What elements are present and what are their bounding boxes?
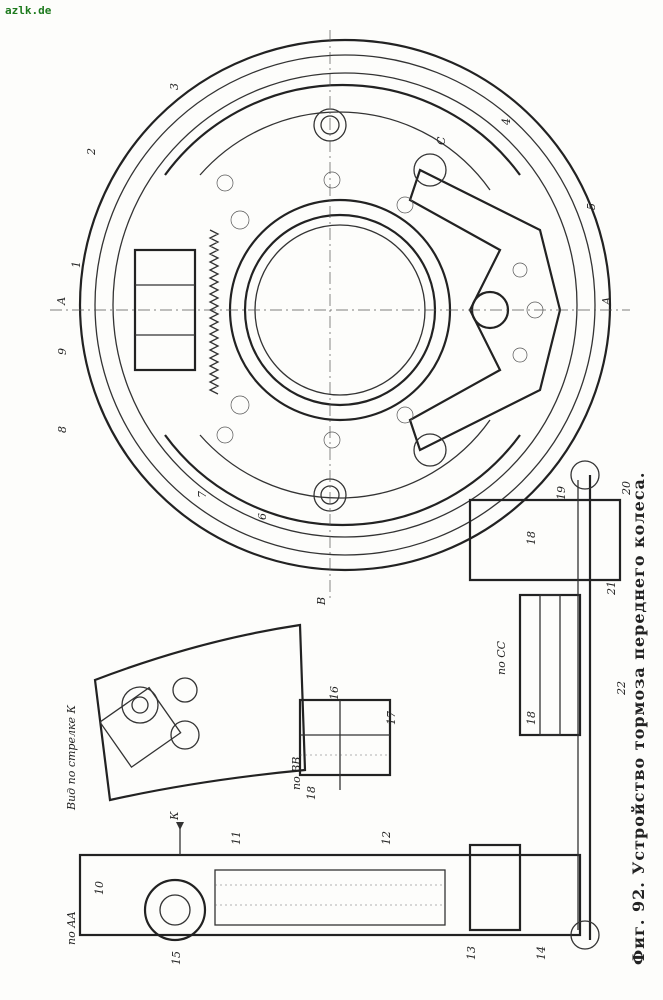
view-k-title: Вид по стрелке К <box>65 704 78 811</box>
brake-shoe-upper <box>164 83 521 176</box>
section-bb-title: по ВВ <box>290 757 303 790</box>
return-spring <box>208 229 220 395</box>
part-6: 6 <box>256 513 269 520</box>
part-15: 15 <box>170 951 183 965</box>
letter-c: С <box>435 136 448 145</box>
wheel-cylinder <box>133 248 197 372</box>
part-7: 7 <box>196 491 209 498</box>
part-4: 4 <box>500 118 513 126</box>
letter-b: В <box>315 597 328 606</box>
watermark: azlk.de <box>5 4 52 17</box>
part-8: 8 <box>56 426 69 433</box>
view-k-outline <box>93 623 307 802</box>
adjuster-upper <box>413 153 447 187</box>
outer-drum <box>78 38 612 572</box>
part-9: 9 <box>56 348 69 355</box>
section-cc <box>468 460 622 950</box>
main-view <box>50 30 630 600</box>
part-10: 10 <box>93 881 106 895</box>
part-2: 2 <box>85 148 98 156</box>
part-22: 22 <box>615 681 628 696</box>
part-17: 17 <box>385 711 398 725</box>
part-18c: 18 <box>525 711 538 725</box>
section-aa <box>78 822 582 942</box>
part-11: 11 <box>230 831 243 845</box>
part-5: 5 <box>585 203 598 210</box>
anchor-plate <box>408 168 562 452</box>
section-cc-head <box>468 498 622 582</box>
section-cc-title: по СС <box>495 640 508 675</box>
part-1: 1 <box>70 261 83 268</box>
section-aa-cylinder <box>143 878 207 942</box>
part-21: 21 <box>605 581 618 596</box>
part-18b: 18 <box>525 531 538 545</box>
part-3: 3 <box>168 83 181 90</box>
adjuster-lower <box>413 433 447 467</box>
part-18a: 18 <box>305 786 318 800</box>
part-12: 12 <box>380 831 393 845</box>
brake-shoe-lower <box>164 434 521 527</box>
figure-caption: Фиг. 92. Устройство тормоза переднего ко… <box>629 472 648 966</box>
part-19: 19 <box>555 486 568 500</box>
labels: 1 2 3 4 5 6 7 8 9 10 11 12 13 14 15 16 1… <box>55 83 648 965</box>
section-bb <box>298 698 392 790</box>
section-bb-body <box>298 698 392 777</box>
letter-k: К <box>168 811 181 821</box>
part-13: 13 <box>465 946 478 960</box>
section-aa-title: по АА <box>65 911 78 945</box>
letter-a-left: А <box>55 297 68 306</box>
section-aa-body <box>78 853 582 937</box>
part-14: 14 <box>535 946 548 960</box>
part-16: 16 <box>328 686 341 700</box>
view-k <box>93 623 307 802</box>
letter-a-right: А <box>600 297 613 306</box>
part-20: 20 <box>620 481 633 496</box>
